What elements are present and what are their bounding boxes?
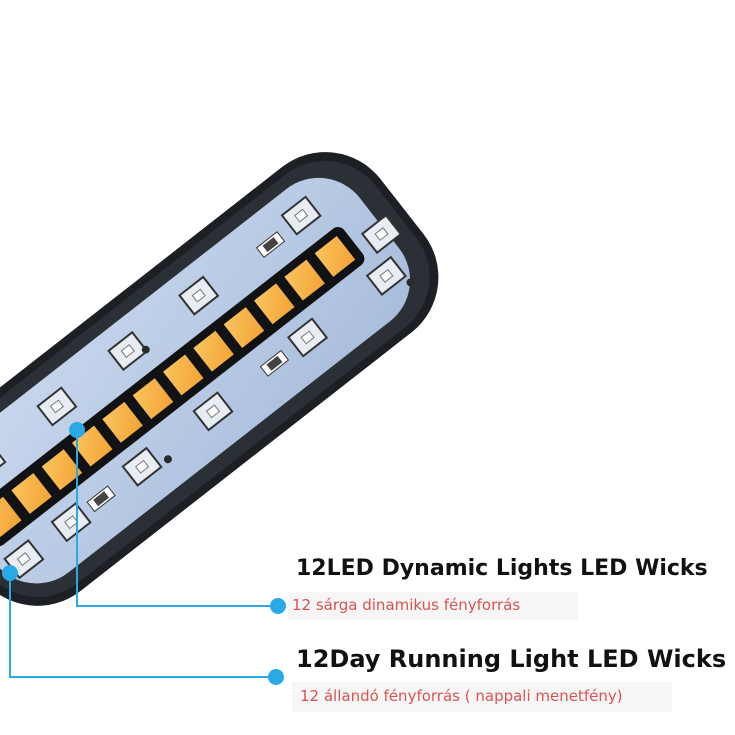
white-led (192, 391, 234, 432)
dynamic-subtitle-bg (288, 592, 578, 620)
dynamic-lights-title: 12LED Dynamic Lights LED Wicks (296, 556, 708, 581)
amber-led (129, 375, 177, 422)
callout-dot-drl-end (268, 669, 284, 685)
amber-led (99, 399, 146, 446)
amber-led (251, 280, 298, 328)
drl-title: 12Day Running Light LED Wicks (296, 645, 727, 673)
amber-led (220, 304, 268, 351)
amber-led (281, 256, 328, 304)
amber-led (311, 233, 359, 280)
white-led-row-bottom (3, 255, 407, 580)
drl-subtitle: 12 állandó fényforrás ( nappali menetfén… (300, 687, 623, 705)
amber-led (160, 351, 207, 399)
drl-subtitle-bg (292, 682, 672, 712)
resistor-2 (259, 349, 290, 377)
amber-led-row (0, 233, 359, 541)
callout-dot-dynamic-start (69, 422, 85, 438)
callout-dot-drl-start (2, 565, 18, 581)
mount-hole-3 (406, 278, 415, 287)
white-led (107, 330, 149, 372)
white-led (365, 255, 407, 296)
white-led (50, 502, 92, 543)
mount-hole-1 (141, 345, 150, 354)
white-led-row-top (0, 195, 403, 482)
amber-led (38, 446, 86, 493)
callout-line-drl (9, 573, 276, 678)
white-led (121, 446, 163, 487)
callout-lines (9, 430, 278, 678)
white-led (286, 317, 329, 358)
resistor-1 (255, 231, 286, 259)
white-led (178, 275, 220, 316)
dynamic-lights-subtitle: 12 sárga dinamikus fényforrás (292, 596, 521, 614)
amber-led (190, 327, 237, 375)
callout-line-dynamic (76, 430, 278, 607)
amber-led (0, 493, 25, 541)
white-led (360, 213, 403, 255)
amber-led (8, 470, 55, 517)
mount-hole-2 (163, 455, 172, 464)
white-led (36, 386, 78, 427)
resistor-3 (86, 485, 116, 513)
callout-dot-dynamic-end (270, 598, 286, 614)
white-led (280, 195, 322, 236)
